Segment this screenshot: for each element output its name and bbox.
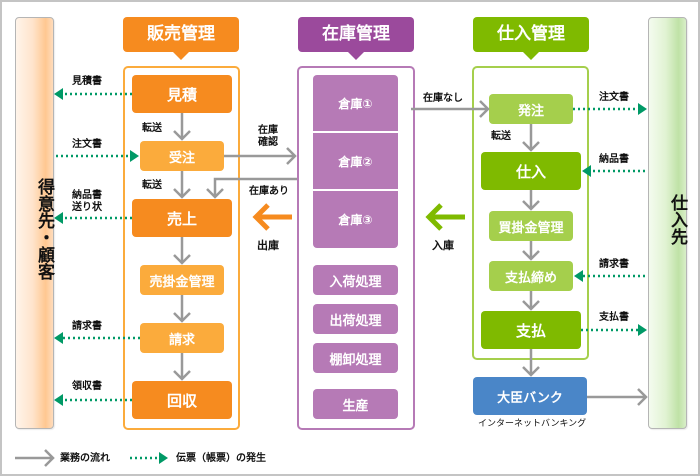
sales-transfer-label-2: 転送	[142, 180, 162, 191]
supplier-label: 仕入先	[667, 194, 687, 245]
warehouse-2[interactable]: 倉庫②	[313, 133, 398, 189]
purchase-step-purchase[interactable]: 仕入	[481, 152, 581, 190]
bank-caption: インターネットバンキング	[478, 419, 587, 429]
sales-step-receivable[interactable]: 売掛金管理	[140, 265, 224, 295]
stock-check-label: 在庫 確認	[258, 125, 278, 148]
doc-purchase-invoice-label: 請求書	[599, 259, 629, 270]
purchase-step-order[interactable]: 発注	[489, 94, 573, 124]
ship-out-label: 出庫	[257, 239, 279, 252]
bank-box[interactable]: 大臣バンク	[473, 377, 587, 415]
inventory-management-header: 在庫管理	[298, 17, 414, 60]
sales-transfer-label-1: 転送	[142, 123, 162, 134]
legend-document-label: 伝票（帳票）の発生	[176, 453, 266, 464]
purchase-step-payment[interactable]: 支払	[481, 311, 581, 349]
in-stock-label: 在庫あり	[249, 186, 289, 197]
process-receiving[interactable]: 入荷処理	[313, 265, 398, 295]
process-stocktaking[interactable]: 棚卸処理	[313, 343, 398, 373]
doc-quote-label: 見積書	[72, 76, 102, 87]
purchase-step-payable[interactable]: 買掛金管理	[489, 211, 573, 241]
sales-step-quote[interactable]: 見積	[132, 75, 232, 113]
supplier-bar: 仕入先	[648, 17, 687, 429]
doc-delivery-label: 納品書 送り状	[72, 190, 102, 213]
receive-in-label: 入庫	[432, 239, 454, 252]
sales-step-order[interactable]: 受注	[140, 141, 224, 171]
doc-order-in-label: 注文書	[72, 139, 102, 150]
sales-management-header: 販売管理	[123, 17, 239, 60]
doc-purchase-delivery-label: 納品書	[599, 154, 629, 165]
doc-invoice-label: 請求書	[72, 321, 102, 332]
customer-label: 得意先・顧客	[34, 178, 54, 280]
doc-payment-label: 支払書	[599, 312, 629, 323]
process-production[interactable]: 生産	[313, 389, 398, 419]
sales-step-collection[interactable]: 回収	[132, 381, 232, 419]
sales-step-sale[interactable]: 売上	[132, 199, 232, 237]
process-shipping[interactable]: 出荷処理	[313, 304, 398, 334]
sales-step-billing[interactable]: 請求	[140, 323, 224, 353]
purchase-step-closing[interactable]: 支払締め	[489, 261, 573, 291]
warehouse-3[interactable]: 倉庫③	[313, 191, 398, 248]
customer-bar: 得意先・顧客	[15, 17, 54, 429]
out-of-stock-label: 在庫なし	[423, 93, 463, 104]
purchase-transfer-label: 転送	[491, 131, 511, 142]
legend-flow-label: 業務の流れ	[60, 453, 110, 464]
warehouse-1[interactable]: 倉庫①	[313, 75, 398, 131]
doc-receipt-label: 領収書	[72, 381, 102, 392]
doc-purchase-order-label: 注文書	[599, 92, 629, 103]
purchase-management-header: 仕入管理	[473, 17, 589, 60]
sales-panel	[123, 66, 240, 430]
